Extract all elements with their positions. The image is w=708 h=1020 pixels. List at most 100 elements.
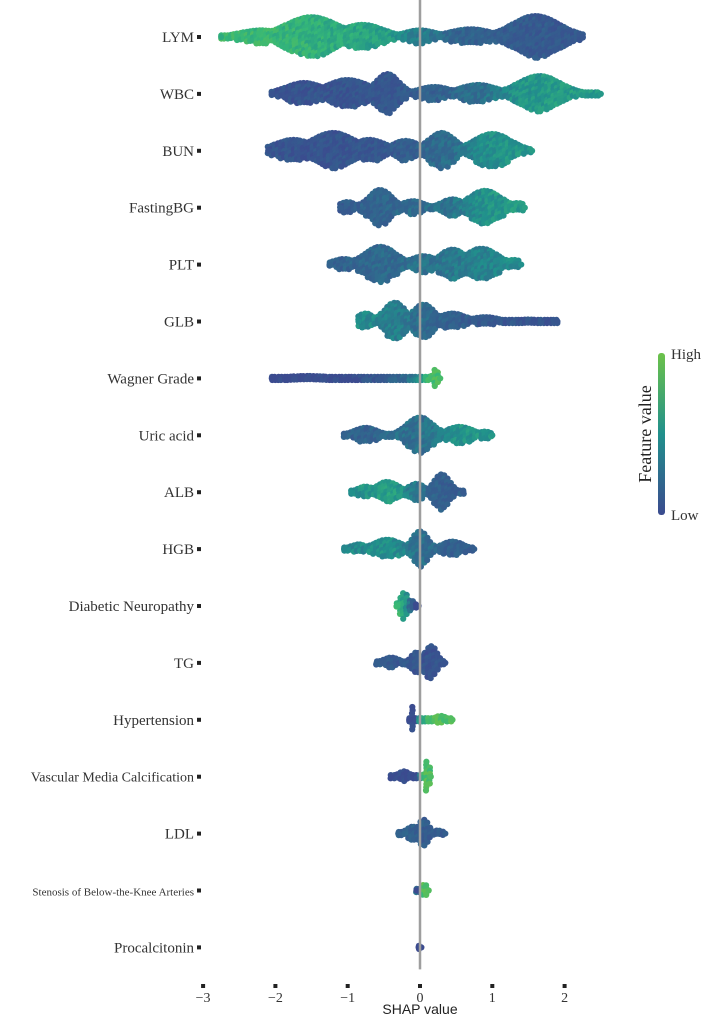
feature-label: TG: [174, 656, 194, 672]
x-tick-label: 2: [561, 991, 568, 1006]
feature-label: LYM: [162, 30, 194, 46]
shap-dot: [425, 887, 432, 894]
x-tick-mark: [490, 984, 495, 988]
shap-dot: [489, 432, 496, 439]
feature-tick-mark: [197, 319, 201, 324]
feature-label: Hypertension: [113, 713, 194, 729]
swarm-ldl: [395, 816, 449, 849]
color-legend: High Low Feature value: [635, 347, 702, 524]
swarm-plt: [326, 243, 525, 286]
shap-dot: [500, 212, 507, 219]
swarm-uric-acid: [340, 414, 496, 456]
shap-dot: [373, 659, 380, 667]
shap-dot: [437, 375, 444, 382]
swarm-alb: [348, 471, 467, 513]
shap-dot: [326, 261, 333, 268]
shap-dot: [384, 277, 391, 284]
shap-dot: [471, 546, 478, 553]
shap-dot: [409, 726, 416, 733]
swarm-layer: [218, 13, 604, 953]
shap-dot: [444, 501, 451, 508]
shap-dot: [413, 887, 420, 894]
feature-tick-mark: [197, 660, 201, 665]
shap-dot: [554, 318, 561, 325]
swarm-lym: [218, 13, 586, 61]
feature-label: PLT: [169, 258, 194, 274]
feature-label: BUN: [162, 144, 194, 160]
feature-tick-mark: [197, 831, 201, 836]
legend-high-label: High: [671, 347, 702, 363]
feature-label: Stenosis of Below-the-Knee Arteries: [32, 887, 194, 899]
shap-dot: [442, 659, 449, 667]
swarm-wbc: [268, 71, 604, 117]
shap-dot: [393, 602, 400, 610]
swarm-bun: [264, 129, 536, 172]
feature-label: Uric acid: [139, 428, 195, 444]
feature-tick-mark: [197, 717, 201, 722]
shap-dot: [406, 716, 413, 723]
feature-tick-mark: [197, 604, 201, 608]
feature-tick-mark: [197, 262, 201, 267]
shap-dot: [386, 110, 393, 117]
shap-dot: [388, 773, 395, 780]
feature-label: Vascular Media Calcification: [31, 771, 194, 786]
feature-tick-mark: [197, 376, 201, 381]
shap-dot: [218, 33, 225, 41]
shap-dot: [442, 830, 449, 837]
shap-dot: [265, 147, 272, 154]
x-tick-mark: [345, 984, 350, 988]
shap-dot: [579, 33, 586, 41]
legend-low-label: Low: [671, 508, 699, 524]
swarm-hgb: [341, 528, 478, 570]
x-tick-label: −3: [196, 991, 211, 1006]
feature-label: GLB: [164, 315, 194, 331]
feature-tick-mark: [197, 91, 201, 96]
feature-label: FastingBG: [129, 201, 194, 217]
feature-tick-mark: [197, 774, 201, 779]
shap-dot: [460, 489, 467, 496]
x-tick-mark: [418, 984, 422, 988]
swarm-fastingbg: [337, 187, 528, 229]
shap-dot: [597, 90, 604, 97]
swarm-vascular-media-calcification: [387, 758, 434, 794]
x-tick-mark: [562, 984, 567, 988]
x-tick-label: −1: [340, 991, 355, 1006]
x-tick-label: 1: [489, 991, 496, 1006]
shap-dot: [426, 780, 433, 787]
feature-label: WBC: [160, 87, 194, 103]
feature-tick-mark: [197, 148, 201, 153]
feature-tick-mark: [197, 945, 201, 950]
shap-dot: [348, 489, 355, 496]
shap-dot: [268, 90, 275, 97]
feature-tick-mark: [197, 433, 201, 438]
feature-label: ALB: [164, 485, 194, 501]
swarm-hypertension: [406, 703, 456, 733]
feature-tick-mark: [197, 547, 201, 552]
feature-tick-mark: [197, 490, 201, 495]
swarm-diabetic-neuropathy: [393, 590, 422, 622]
feature-labels: LYM WBC BUN FastingBG PLT GLB Wagner GradeUric…: [31, 30, 201, 956]
shap-dot: [518, 261, 525, 268]
feature-tick-mark: [197, 205, 201, 210]
shap-dot: [529, 147, 536, 154]
feature-label: Wagner Grade: [107, 371, 194, 387]
shap-dot: [521, 204, 528, 211]
swarm-tg: [373, 643, 449, 682]
x-tick-label: −2: [268, 991, 283, 1006]
shap-dot: [395, 830, 402, 837]
shap-dot: [504, 158, 511, 165]
shap-dot: [268, 375, 275, 382]
x-axis-title: SHAP value: [382, 1001, 457, 1017]
feature-label: Procalcitonin: [114, 940, 194, 956]
shap-dot: [337, 204, 344, 211]
shap-dot: [424, 557, 431, 564]
feature-tick-mark: [197, 888, 201, 893]
feature-label: Diabetic Neuropathy: [69, 599, 195, 615]
legend-color-bar: [658, 353, 665, 515]
shap-dot: [355, 318, 362, 325]
feature-label: LDL: [165, 827, 194, 843]
swarm-wagner-grade: [268, 366, 444, 390]
legend-title: Feature value: [635, 385, 655, 482]
feature-label: HGB: [162, 542, 194, 558]
